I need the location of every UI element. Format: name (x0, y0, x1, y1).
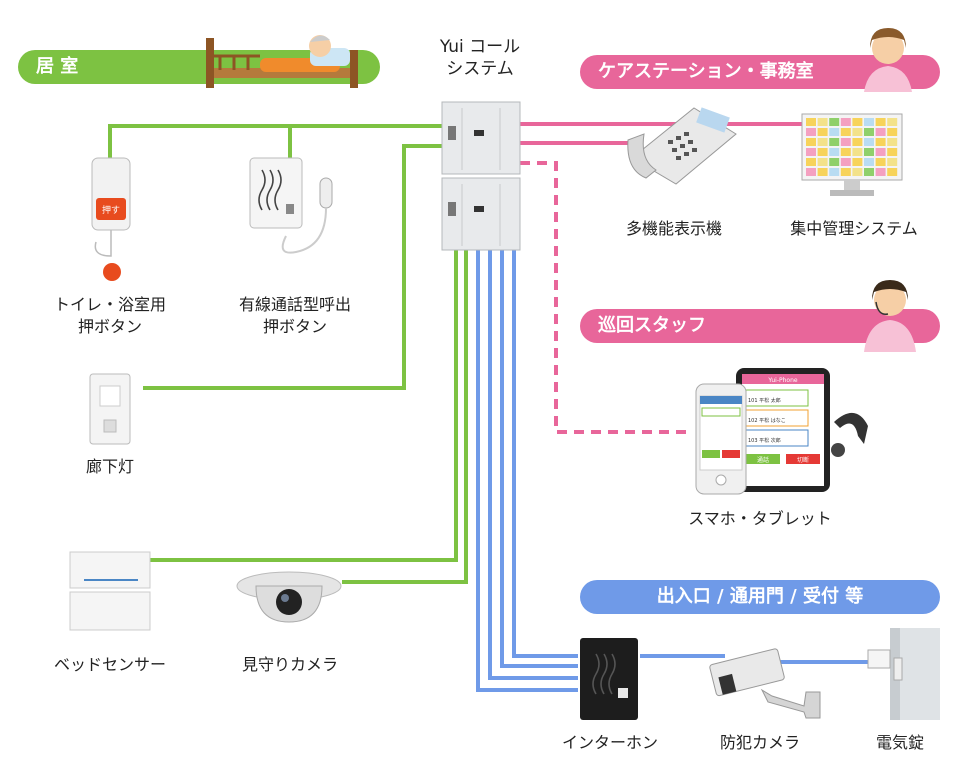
monitor-cell (817, 158, 828, 166)
tablet-app-name: Yui-Phone (767, 377, 798, 384)
central-management-monitor (801, 113, 903, 196)
intercom (580, 638, 638, 720)
monitor-cell (887, 128, 898, 136)
wired-label-line1: 有線通話型呼出 (238, 295, 351, 314)
bed-patient-illustration (206, 35, 358, 88)
monitor-cell (852, 148, 863, 156)
monitor-cell (806, 148, 816, 156)
monitor-cell (806, 128, 816, 136)
entrance-banner-label: 出入口 / 通用門 / 受付 等 (656, 586, 864, 607)
monitor-cell (840, 118, 851, 126)
push-label: 押す (102, 204, 120, 216)
room-banner-label: 居 室 (36, 56, 79, 77)
monitor-cell (864, 158, 874, 166)
monitor-cell (840, 168, 851, 176)
toilet-push-button-label: トイレ・浴室用 押ボタン (30, 294, 190, 338)
monitor-cell (864, 118, 874, 126)
monitor-cell (875, 158, 886, 166)
smartphone-tablet-label: スマホ・タブレット (688, 509, 832, 528)
monitor-cell (806, 138, 816, 146)
monitor-cell (852, 128, 863, 136)
corridor-light (89, 373, 131, 445)
system-title-line1: Yui コール (439, 37, 521, 57)
monitor-cell (817, 118, 828, 126)
monitor-cell (875, 118, 886, 126)
monitor-cell (817, 128, 828, 136)
blue-lines (476, 250, 868, 692)
corridor-light-label: 廊下灯 (85, 457, 134, 476)
monitor-cell (829, 158, 840, 166)
monitor-cell (829, 118, 840, 126)
multi-function-phone-label: 多機能表示機 (625, 219, 722, 238)
monitor-cell (875, 138, 886, 146)
monitor-cell (887, 158, 898, 166)
monitor-cell (829, 168, 840, 176)
monitor-cell (840, 158, 851, 166)
monitor-cell (852, 158, 863, 166)
monitor-cell (829, 148, 840, 156)
monitor-cell (875, 128, 886, 136)
bed-sensor (69, 551, 151, 631)
patrol-staff-illustration (864, 280, 916, 352)
toilet-label-line1: トイレ・浴室用 (53, 295, 166, 314)
monitor-cell (817, 148, 828, 156)
monitor-cell (806, 118, 816, 126)
monitor-cell (852, 138, 863, 146)
monitor-cell (840, 148, 851, 156)
watch-camera-label: 見守りカメラ (241, 655, 338, 674)
entrance-banner: 出入口 / 通用門 / 受付 等 (580, 580, 940, 614)
monitor-cell (817, 138, 828, 146)
bed-sensor-label: ベッドセンサー (53, 655, 166, 674)
monitor-cell (806, 168, 816, 176)
security-camera (709, 648, 821, 719)
monitor-cell (887, 118, 898, 126)
care-staff-illustration (864, 28, 912, 92)
wired-label-line2: 押ボタン (262, 317, 327, 336)
monitor-cell (817, 168, 828, 176)
monitor-cell (829, 128, 840, 136)
monitor-cell (806, 158, 816, 166)
security-camera-label: 防犯カメラ (719, 733, 800, 752)
pink-lines (520, 122, 812, 434)
electric-lock (867, 628, 940, 720)
green-lines (108, 124, 468, 584)
wired-call-button-label: 有線通話型呼出 押ボタン (210, 294, 380, 338)
monitor-cell (829, 138, 840, 146)
monitor-cell (840, 128, 851, 136)
central-management-label: 集中管理システム (790, 219, 918, 238)
monitor-cell (840, 138, 851, 146)
tablet-hangup-button: 切断 (797, 456, 809, 464)
monitor-cell (875, 168, 886, 176)
monitor-cell (864, 128, 874, 136)
toilet-label-line2: 押ボタン (77, 317, 142, 336)
tablet-room-2: 102 平松 はなこ (748, 417, 786, 424)
wired-call-button (249, 157, 333, 254)
care-banner-label: ケアステーション・事務室 (598, 61, 814, 82)
monitor-cell (864, 148, 874, 156)
patrol-banner-label: 巡回スタッフ (598, 315, 706, 336)
system-title: Yui コール システム (420, 36, 540, 80)
monitor-cell (887, 138, 898, 146)
yui-call-system-unit (441, 101, 521, 251)
monitor-cell (864, 138, 874, 146)
monitor-cell (887, 148, 898, 156)
multi-function-phone (627, 107, 737, 185)
system-title-line2: システム (446, 59, 514, 79)
watch-camera (236, 571, 342, 623)
electric-lock-label: 電気錠 (875, 733, 924, 752)
smartphone-tablet: Yui-Phone 101 平松 太郎 102 平松 はなこ 103 平松 次郎… (695, 368, 868, 495)
toilet-push-button: 押す (91, 157, 131, 281)
monitor-cell (852, 118, 863, 126)
tablet-call-button: 通話 (757, 456, 769, 464)
monitor-cell (864, 168, 874, 176)
monitor-cell (852, 168, 863, 176)
tablet-room-3: 103 平松 次郎 (748, 437, 781, 444)
monitor-cell (887, 168, 898, 176)
monitor-cell (875, 148, 886, 156)
tablet-room-1: 101 平松 太郎 (748, 397, 781, 404)
intercom-label: インターホン (561, 733, 658, 752)
